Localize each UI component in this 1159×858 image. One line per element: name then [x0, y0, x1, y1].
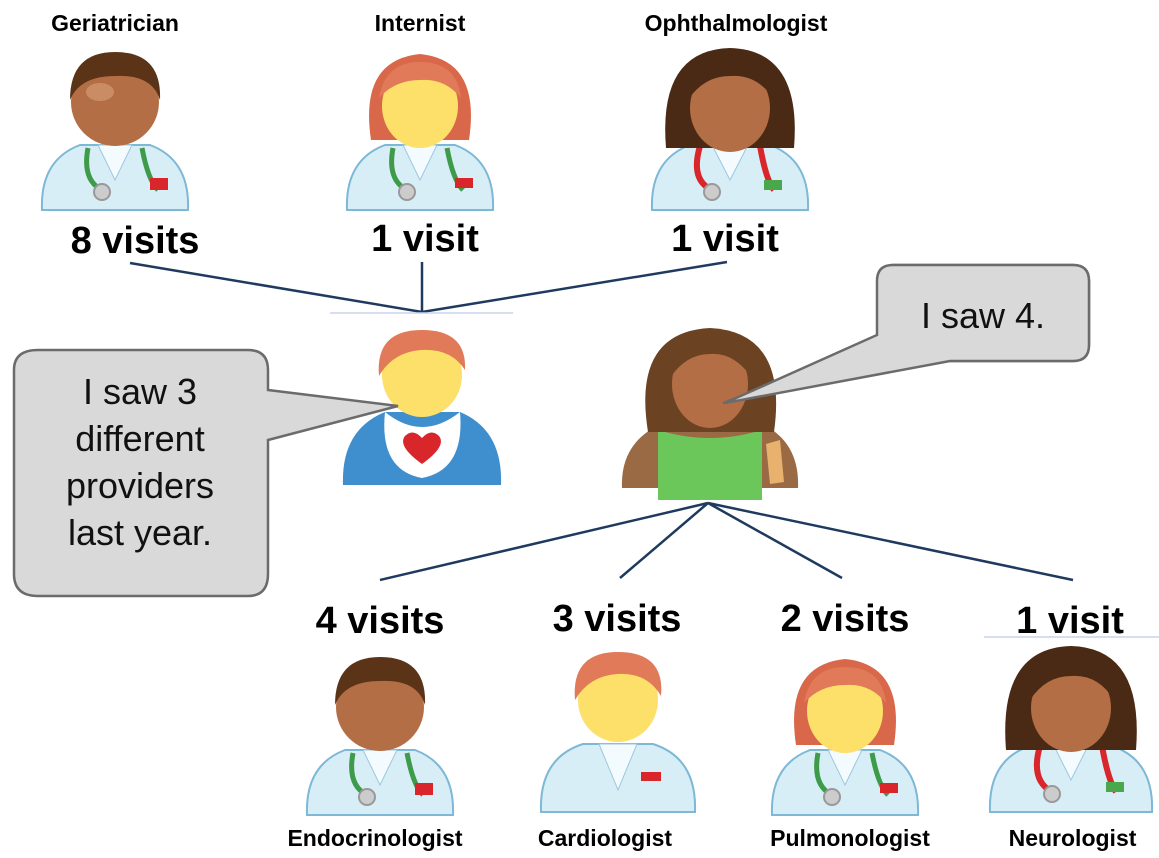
- speech-bubble-left-line-3: providers: [65, 465, 215, 506]
- visits-label-cardiologist: 3 visits: [552, 598, 682, 640]
- visits-label-internist: 1 visit: [371, 218, 479, 260]
- speech-bubble-right-text: I saw 4.: [920, 295, 1046, 336]
- role-label-pulmonologist: Pulmonologist: [770, 825, 930, 851]
- connector-ophthalmologist: [421, 260, 728, 314]
- visits-label-endocrinologist: 4 visits: [315, 600, 445, 642]
- role-label-geriatrician: Geriatrician: [51, 10, 179, 36]
- visits-label-pulmonologist: 2 visits: [780, 598, 910, 640]
- visits-label-neurologist: 1 visit: [1016, 600, 1124, 642]
- speech-bubble-left-text: I saw 3 different providers last year.: [15, 368, 265, 556]
- visits-label-geriatrician: 8 visits: [70, 220, 200, 262]
- neurologist-icon: [988, 646, 1154, 813]
- connector-cardiologist: [619, 502, 709, 579]
- geriatrician-icon: [40, 52, 190, 211]
- connector-endocrinologist: [379, 501, 709, 582]
- role-label-ophthalmologist: Ophthalmologist: [644, 10, 828, 36]
- connector-neurologist: [707, 501, 1074, 582]
- visits-label-ophthalmologist: 1 visit: [671, 218, 779, 260]
- role-label-cardiologist: Cardiologist: [537, 825, 673, 851]
- patient-male-icon: [342, 330, 502, 485]
- role-label-internist: Internist: [374, 10, 466, 36]
- connector-geriatrician: [129, 261, 423, 314]
- cardiologist-icon: [539, 652, 697, 813]
- speech-bubble-left-line-1: I saw 3: [82, 371, 198, 412]
- speech-bubble-left-line-2: different: [75, 418, 205, 459]
- speech-bubble-left: [12, 348, 399, 598]
- patient-female-icon: [621, 328, 799, 500]
- pulmonologist-icon: [770, 659, 920, 816]
- speech-bubble-left-line-4: last year.: [67, 512, 213, 553]
- endocrinologist-icon: [305, 657, 455, 816]
- ophthalmologist-icon: [650, 48, 810, 211]
- role-label-endocrinologist: Endocrinologist: [287, 825, 463, 851]
- role-label-neurologist: Neurologist: [1008, 825, 1137, 851]
- internist-icon: [345, 54, 495, 211]
- connector-pulmonologist: [707, 501, 843, 580]
- speech-bubble-right: [722, 263, 1091, 405]
